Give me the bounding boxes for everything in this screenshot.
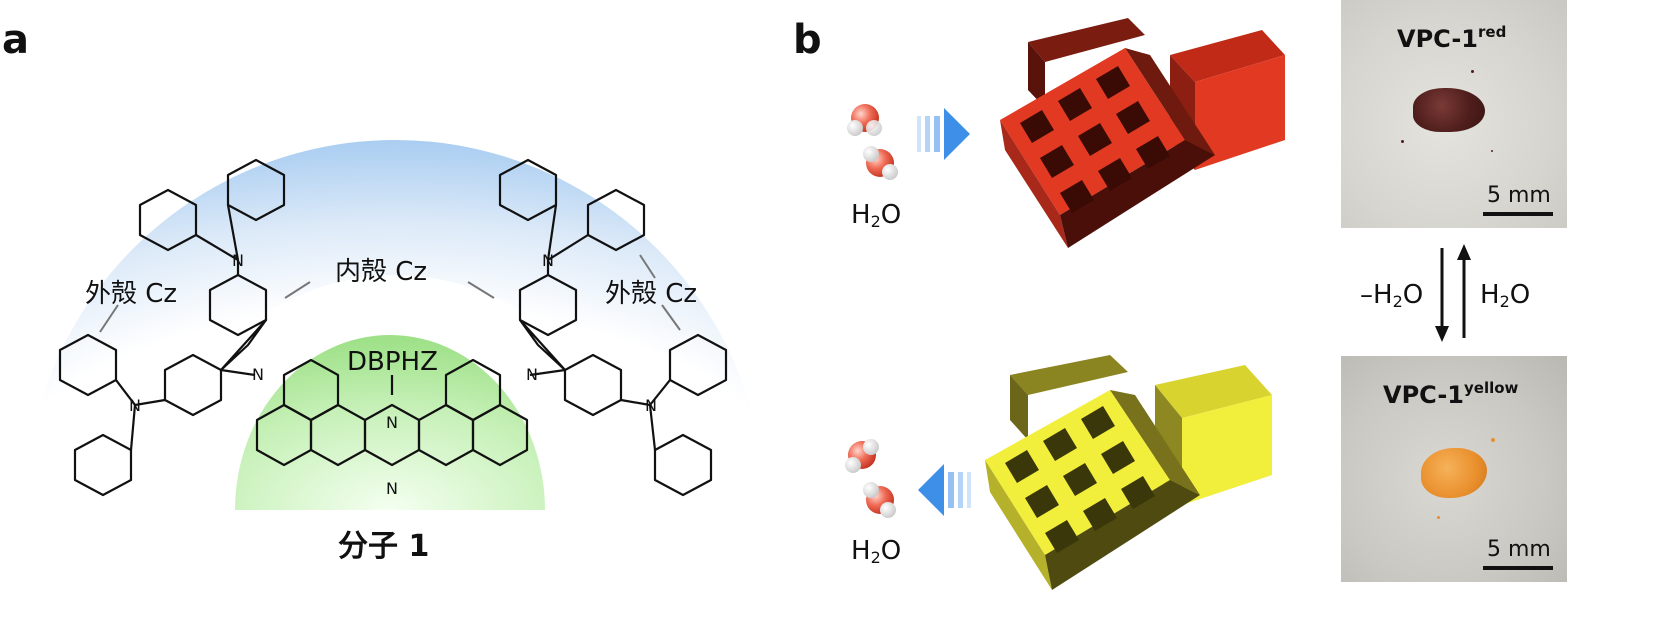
photo-red-title: VPC-1red: [1397, 23, 1507, 53]
label-inner-cz: 内殻 Cz: [335, 257, 428, 287]
panel-a-letter: a: [2, 17, 29, 63]
scale-label-red: 5 mm: [1487, 183, 1551, 208]
svg-text:N: N: [645, 396, 657, 415]
svg-text:N: N: [386, 479, 398, 498]
water-molecules-bottom: [845, 439, 896, 518]
red-crystal-model: [1000, 18, 1285, 248]
water-molecules-top: [847, 104, 898, 180]
label-outer-cz-right: 外殻 Cz: [605, 279, 698, 309]
arrow-adsorb: [917, 108, 970, 160]
panel-b-letter: b: [793, 17, 822, 63]
photo-yellow-title: VPC-1yellow: [1383, 379, 1519, 409]
svg-text:N: N: [252, 365, 264, 384]
core-region: [235, 335, 545, 510]
molecule-diagram: N N: [25, 140, 765, 510]
svg-text:N: N: [542, 251, 554, 270]
label-hydrate: H2O: [1480, 280, 1531, 311]
label-dehydrate: –H2O: [1360, 280, 1424, 311]
label-outer-cz-left: 外殻 Cz: [85, 279, 178, 309]
vapochromic-scheme: [845, 18, 1285, 590]
svg-text:N: N: [129, 396, 141, 415]
arrow-desorb: [918, 464, 971, 516]
scale-label-yellow: 5 mm: [1487, 537, 1551, 562]
photo-vpc1-red: VPC-1red 5 mm: [1341, 0, 1567, 228]
scale-bar-red: [1483, 212, 1553, 216]
reversible-arrows: [1435, 244, 1471, 342]
scale-bar-yellow: [1483, 566, 1553, 570]
label-core: DBPHZ: [347, 347, 438, 377]
svg-text:N: N: [386, 413, 398, 432]
molecule-title: 分子 1: [338, 529, 430, 564]
photo-vpc1-yellow: VPC-1yellow 5 mm: [1341, 356, 1567, 582]
svg-text:N: N: [526, 365, 538, 384]
yellow-crystal-model: [985, 355, 1272, 590]
red-powder-sample: [1413, 88, 1485, 132]
yellow-powder-sample: [1421, 448, 1487, 498]
water-label-bottom: H2O: [851, 536, 902, 567]
svg-text:N: N: [232, 251, 244, 270]
water-label-top: H2O: [851, 200, 902, 231]
